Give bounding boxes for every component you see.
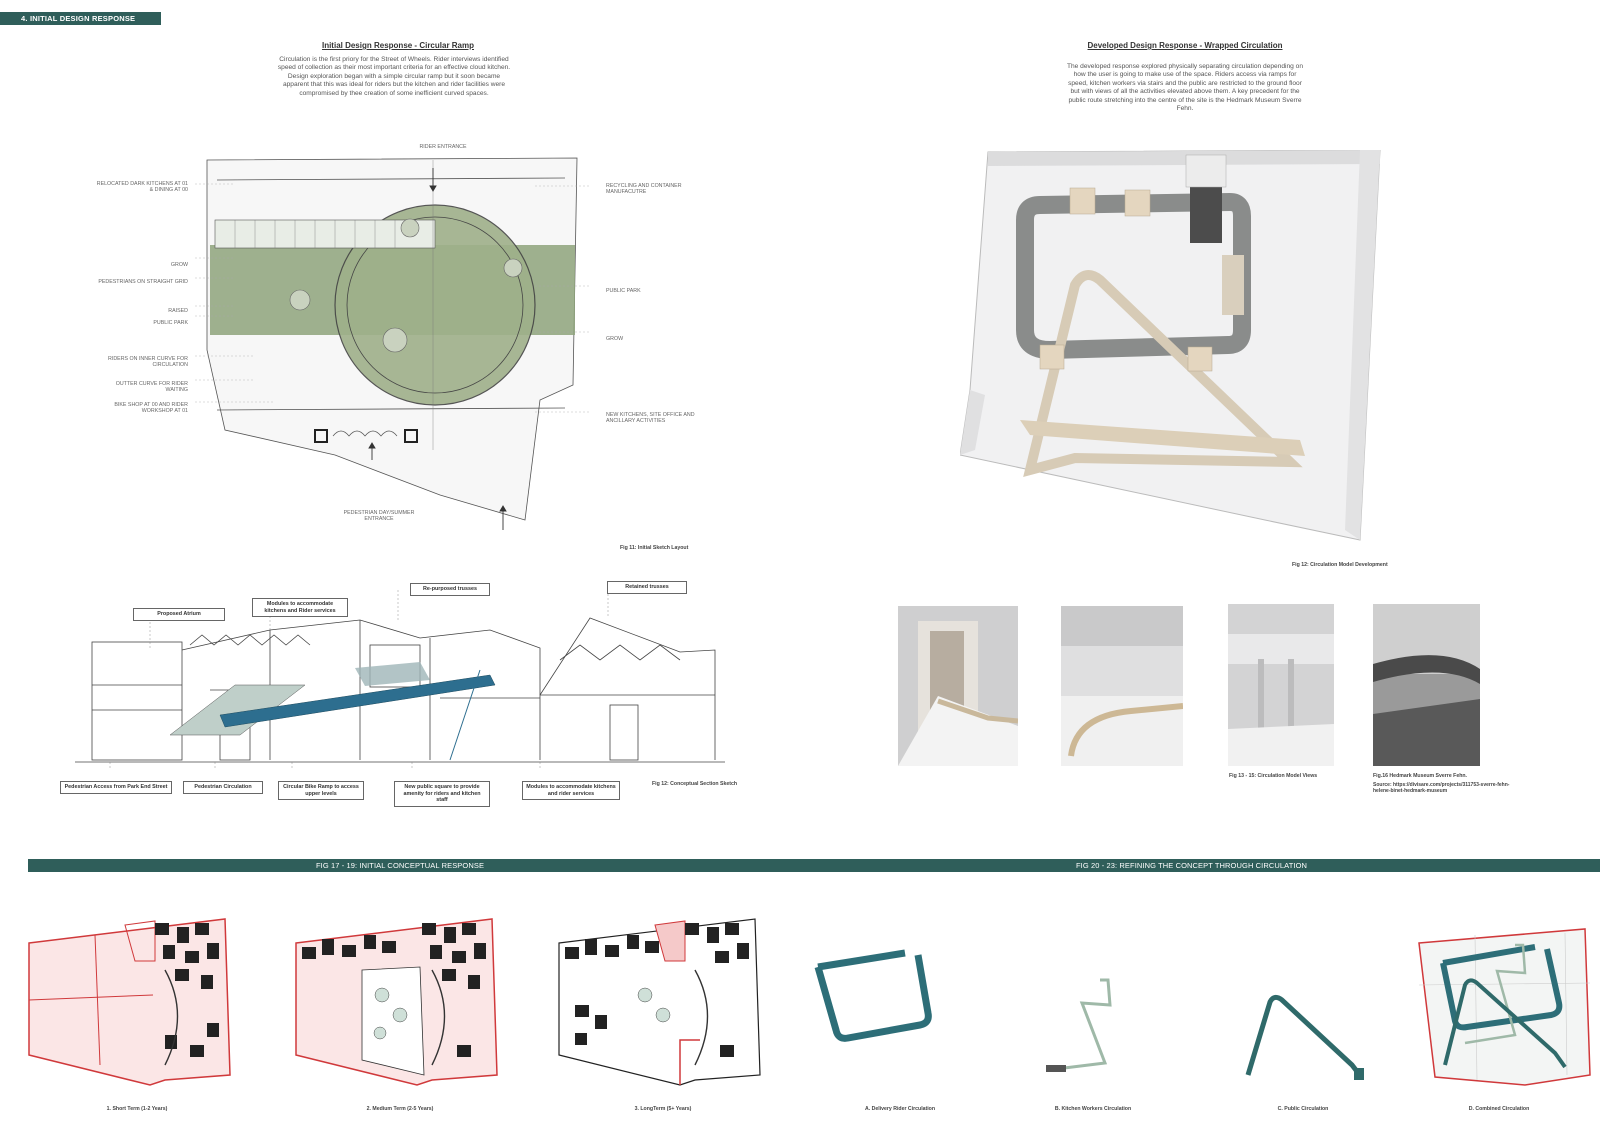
circulation-diagram-kitchen xyxy=(1046,978,1112,1072)
figures-band: FIG 17 - 19: INITIAL CONCEPTUAL RESPONSE… xyxy=(28,859,1600,872)
label-pedestrian-entrance: PEDESTRIAN DAY/SUMMER ENTRANCE xyxy=(343,510,415,523)
left-description: Circulation is the first priory for the … xyxy=(277,56,511,97)
label-rider-entrance: RIDER ENTRANCE xyxy=(419,144,467,150)
site-plan-sketch xyxy=(195,157,590,530)
callout-repurposed-trusses: Re-purposed trusses xyxy=(410,583,490,596)
label-recycling: RECYCLING AND CONTAINER MANUFACUTRE xyxy=(606,183,682,196)
right-description: The developed response explored physical… xyxy=(1066,63,1304,113)
callout-proposed-atrium: Proposed Atrium xyxy=(133,608,225,621)
label-new-kitchens: NEW KITCHENS, SITE OFFICE AND ANCILLARY … xyxy=(606,412,695,425)
band-left-title: FIG 17 - 19: INITIAL CONCEPTUAL RESPONSE xyxy=(316,861,485,870)
callout-new-public-square: New public square to provide amenity for… xyxy=(394,781,490,807)
views-caption: Fig 13 - 15: Circulation Model Views xyxy=(1229,773,1318,779)
left-title: Initial Design Response - Circular Ramp xyxy=(321,41,475,50)
circulation-diagram-public xyxy=(1245,994,1364,1080)
section-sketch xyxy=(75,590,725,770)
phase-label-1: 1. Short Term (1-2 Years) xyxy=(106,1106,168,1112)
label-outter-curve: OUTTER CURVE FOR RIDER WAITING xyxy=(115,381,188,394)
label-riders-inner-curve: RIDERS ON INNER CURVE FOR CIRCULATION xyxy=(108,356,188,369)
model-caption: Fig 12: Circulation Model Development xyxy=(1292,562,1388,568)
callout-pedestrian-access: Pedestrian Access from Park End Street xyxy=(60,781,172,794)
callout-modules-top: Modules to accommodate kitchens and Ride… xyxy=(252,598,348,618)
label-pedestrians-straight-grid: PEDESTRIANS ON STRAIGHT GRID xyxy=(98,279,188,285)
callout-retained-trusses: Retained trusses xyxy=(607,581,687,594)
band-right-title: FIG 20 - 23: REFINING THE CONCEPT THROUG… xyxy=(1076,861,1308,870)
model-view-1 xyxy=(898,606,1018,766)
circulation-diagram-combined xyxy=(1418,928,1591,1086)
label-grow-right: GROW xyxy=(606,336,624,342)
circulation-label-c: C. Public Circulation xyxy=(1277,1106,1329,1112)
label-public-park-right: PUBLIC PARK xyxy=(606,288,641,294)
phase-label-3: 3. LongTerm (5+ Years) xyxy=(634,1106,692,1112)
phase-diagram-medium-term xyxy=(295,918,498,1086)
label-public-park-left: PUBLIC PARK xyxy=(153,320,188,326)
model-view-3 xyxy=(1228,604,1334,766)
phase-diagram-short-term xyxy=(28,918,231,1086)
hedmark-museum-photo xyxy=(1373,604,1480,766)
circulation-label-a: A. Delivery Rider Circulation xyxy=(864,1106,936,1112)
model-view-2 xyxy=(1061,606,1183,766)
right-title: Developed Design Response - Wrapped Circ… xyxy=(1087,41,1283,50)
section-tag: 4. INITIAL DESIGN RESPONSE xyxy=(0,12,161,25)
circulation-diagram-rider xyxy=(814,949,932,1042)
callout-circular-bike-ramp: Circular Bike Ramp to access upper level… xyxy=(278,781,364,801)
circulation-label-b: B. Kitchen Workers Circulation xyxy=(1054,1106,1132,1112)
label-grow-left: GROW xyxy=(170,262,188,268)
precedent-caption: Fig.16 Hedmark Museum Sverre Fehn. xyxy=(1373,773,1467,779)
circulation-model-photo xyxy=(960,150,1381,541)
phase-label-2: 2. Medium Term (2-5 Years) xyxy=(366,1106,434,1112)
label-raised: RAISED xyxy=(168,308,188,314)
callout-pedestrian-circulation: Pedestrian Circulation xyxy=(183,781,263,794)
label-relocated-dark-kitchens: RELOCATED DARK KITCHENS AT 01 & DINING A… xyxy=(96,181,188,194)
callout-modules-bottom: Modules to accommodate kitchens and ride… xyxy=(522,781,620,801)
fig11-caption: Fig 11: Initial Sketch Layout xyxy=(620,545,689,551)
phase-diagram-long-term xyxy=(558,918,761,1086)
circulation-label-d: D. Combined Circulation xyxy=(1468,1106,1530,1112)
fig12-caption: Fig 12: Conceptual Section Sketch xyxy=(652,781,738,787)
label-bike-shop: BIKE SHOP AT 00 AND RIDER WORKSHOP AT 01 xyxy=(114,402,188,415)
precedent-source: Source: https://divisare.com/projects/31… xyxy=(1373,782,1510,794)
